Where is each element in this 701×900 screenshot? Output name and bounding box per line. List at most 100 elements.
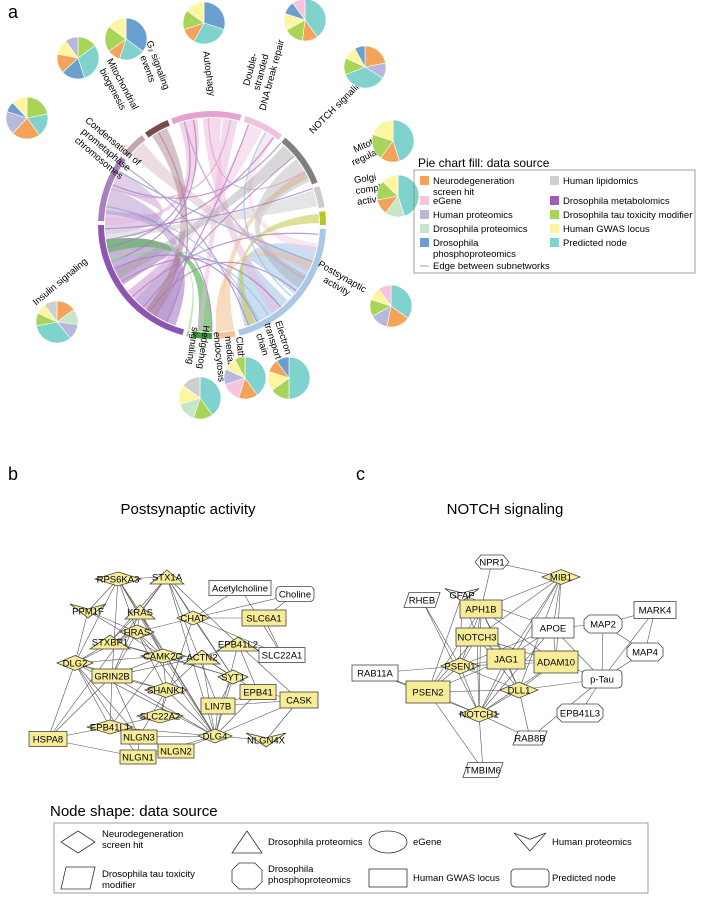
network-edge [427,594,463,693]
pie-legend-frame [413,169,696,274]
pie-hedgehog [178,376,222,420]
chord-ribbon [131,143,313,272]
node-shape-diamond [60,830,96,854]
node-label: ACTN2 [186,653,217,664]
pie-dsb [283,0,327,42]
pie-fill-legend: Pie chart fill: data source Neurodegener… [413,156,696,274]
chord-ribbon [207,118,305,190]
node-shape-rect [119,749,157,765]
legend-item-predicted-node: Predicted node [550,238,627,249]
pie-condensation [5,96,49,140]
node-label: MAP2 [590,620,616,631]
chord-ribbon [105,187,313,230]
segment-mitochondrial-biogenesis [123,135,146,158]
segment-golgi-complex-activity [319,211,326,226]
chord-ribbon [112,142,282,199]
node-shape-diamond [118,624,156,640]
network-edge [47,662,76,740]
node-shape-vtri [69,603,107,619]
legend-item-drosophila-proteomics: Drosophila proteomics [420,224,528,235]
node-shape-triangle [182,649,222,665]
pie-postsyn [369,284,413,328]
chord-ribbon [120,257,282,308]
legend-item-drosophila-metabolomics: Drosophila metabolomics [550,196,670,207]
node-gfap: GFAP [444,588,480,603]
shape-legend-vtri: Human proteomics [513,832,632,852]
node-shape-octagon [626,642,664,662]
pie-clathrin [223,356,267,400]
pie-slice-gwas [372,119,394,142]
node-dlg4: DLG4 [196,728,234,744]
network-edge [74,578,119,664]
node-label: LIN7B [205,702,231,713]
node-label: NOTCH3 [457,633,496,644]
node-shape-diamond [439,657,481,675]
node-jag1: JAG1 [486,648,526,670]
pie-slice-pred [390,284,413,319]
node-label: EPB41L1 [90,723,130,734]
node-shape-rect [28,731,68,747]
node-shape-rect [368,868,408,888]
node-label: RPS6KA3 [97,575,140,586]
node-dll1: DLL1 [498,681,540,699]
node-shape-triangle [231,830,263,854]
network-edge [47,675,113,740]
node-slc22a2: SLC22A2 [135,708,185,724]
chord-ribbon [148,261,297,312]
legend-swatch-tau [550,210,559,219]
node-shape-octagon [556,703,604,723]
node-label: JAG1 [494,655,518,666]
node-label: HRAS [124,628,150,639]
pie-mito [56,36,100,80]
network-edge [427,608,482,693]
pie-mitotic [371,119,415,163]
node-label: STX1A [152,573,183,584]
network-edge [136,631,216,737]
node-grin2b: GRIN2B [91,668,133,684]
legend-label: Drosophila tau toxicity modifier [563,210,692,221]
node-label: Acetylcholine [212,584,268,595]
network-edge [476,576,562,638]
network-edge [518,689,531,739]
legend-item-edge-between-subnetworks: Edge between subnetworks [420,261,550,272]
legend-label: Edge between subnetworks [433,261,550,272]
node-label: NLGN2 [160,747,192,758]
node-map4: MAP4 [626,642,664,662]
node-label: MARK4 [639,606,672,617]
node-shape-rect [120,729,158,745]
legend-item-human-proteomics: Human proteomics [420,210,513,221]
node-shape-rect [157,743,195,759]
pie-slice-gwas [186,1,205,24]
legend-swatch-lipid [550,176,559,185]
network-edge [478,713,484,771]
node-shape-diamond [498,681,540,699]
segment-electron-transport-chain [215,330,236,339]
legend-label: Human proteomics [433,210,513,221]
chord-ribbon [157,132,189,323]
pie-slice-tau [234,356,246,379]
node-shape-parallelogram [512,730,548,746]
chord-ribbon [111,119,197,263]
node-rab11a: RAB11A [351,664,399,682]
node-psen1: PSEN1 [439,657,481,675]
node-label: NLGN1 [122,753,154,764]
shape-legend-label: Human GWAS locus [413,873,500,884]
node-shape-diamond [135,708,185,724]
chord-ribbon [197,118,238,332]
network-edge [162,655,216,737]
shape-legend-ellipse: eGene [368,830,442,854]
node-shape-rect [459,599,503,619]
node-shape-rect [486,648,526,670]
pie-slice-pred [77,45,100,79]
legend-item-egene: eGene [420,196,462,207]
network-edge [421,599,461,667]
segment-label-postsyn: Postsynapticactivity [310,259,368,305]
network-edge [159,617,194,717]
chord-ribbon [254,159,310,288]
node-label: p-Tau [590,675,614,686]
